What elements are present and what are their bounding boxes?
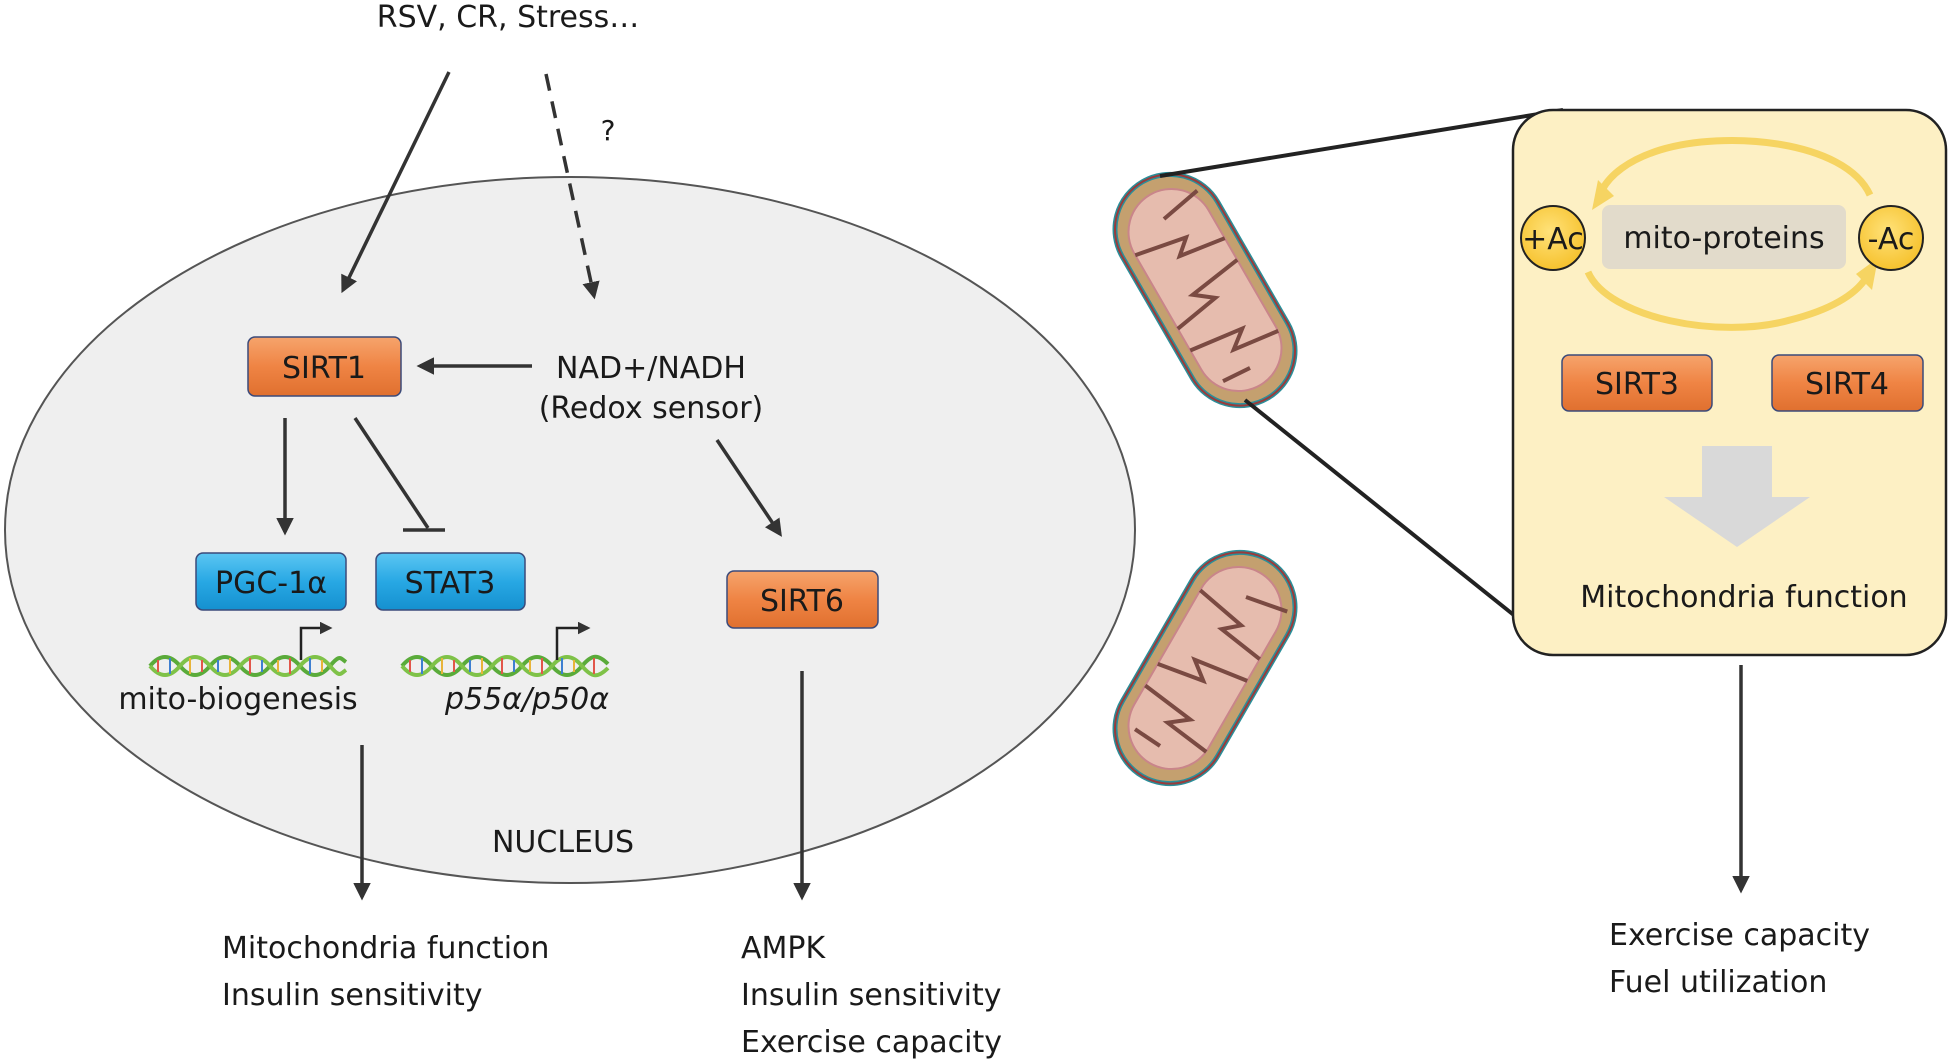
minus-ac-circle: [1858, 205, 1924, 271]
left-outcome-1: Mitochondria function: [222, 931, 549, 966]
nad-label: NAD+/NADH: [556, 351, 746, 386]
unknown-mark: ?: [601, 114, 616, 147]
stat3-label: STAT3: [405, 566, 496, 601]
arrow-nad-to-sirt6: [715, 439, 782, 537]
dna-helix-1: [148, 655, 348, 677]
nucleus-ellipse: [4, 176, 1136, 884]
minus-ac-label: -Ac: [1868, 222, 1915, 257]
mitochondrion-1: [1112, 171, 1298, 409]
sirt1-label: SIRT1: [282, 351, 366, 386]
sirt1-box: SIRT1: [247, 336, 402, 397]
cycle-arrow-bottom: [1584, 270, 1869, 331]
big-down-arrow: [1664, 446, 1810, 547]
middle-outcome-3: Exercise capacity: [741, 1025, 1002, 1060]
mito-proteins-label: mito-proteins: [1623, 221, 1824, 256]
right-outcome-1: Exercise capacity: [1609, 918, 1870, 953]
arrow-stimuli-to-nad-dashed: [544, 73, 600, 300]
mito-biogenesis-label: mito-biogenesis: [118, 682, 357, 717]
sirt6-label: SIRT6: [760, 584, 844, 619]
zoom-line-bottom: [1243, 398, 1542, 638]
plus-ac-circle: [1520, 205, 1586, 271]
middle-outcome-1: AMPK: [741, 931, 826, 966]
pgc1a-box: PGC-1α: [195, 552, 347, 611]
sirt3-label: SIRT3: [1595, 367, 1679, 402]
stat3-box: STAT3: [375, 552, 526, 611]
mitochondrion-2: [1112, 549, 1298, 787]
mito-function-label: Mitochondria function: [1580, 580, 1907, 615]
sirt4-box: SIRT4: [1771, 354, 1924, 412]
sirt3-box: SIRT3: [1561, 354, 1713, 412]
dna-helix-2: [400, 654, 610, 678]
arrow-stimuli-to-sirt1: [341, 71, 451, 294]
sirt4-label: SIRT4: [1805, 367, 1889, 402]
right-outcome-2: Fuel utilization: [1609, 965, 1827, 1000]
sirt6-box: SIRT6: [726, 570, 879, 629]
plus-ac-label: +Ac: [1522, 222, 1584, 257]
promoter-arrow-1: [299, 621, 333, 660]
cycle-arrow-top: [1598, 136, 1874, 197]
promoter-arrow-2: [555, 621, 591, 660]
p55-p50-label: p55α/p50α: [444, 682, 609, 717]
pgc1a-label: PGC-1α: [215, 566, 327, 601]
left-outcome-2: Insulin sensitivity: [222, 978, 483, 1013]
inhibition-sirt1-to-stat3: [353, 417, 430, 529]
middle-outcome-2: Insulin sensitivity: [741, 978, 1002, 1013]
stimuli-label: RSV, CR, Stress…: [377, 0, 640, 35]
zoom-line-top: [1159, 108, 1564, 178]
mito-proteins-box: [1602, 205, 1846, 269]
redox-sensor-label: (Redox sensor): [539, 391, 764, 426]
nucleus-label: NUCLEUS: [492, 825, 634, 860]
